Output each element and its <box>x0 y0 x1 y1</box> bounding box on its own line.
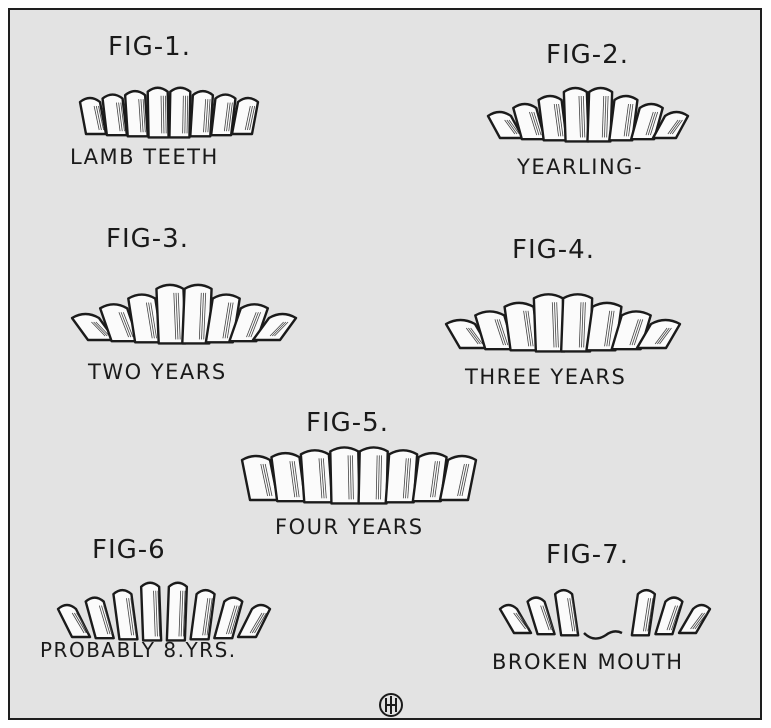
fig-2-teeth <box>500 80 680 148</box>
fig-4-teeth <box>460 286 670 358</box>
fig-6-teeth <box>72 575 260 647</box>
fig-5-teeth <box>250 442 472 512</box>
ihc-monogram-icon <box>378 692 404 718</box>
fig-5-title: FIG-5. <box>306 408 389 438</box>
tooth <box>500 605 531 633</box>
fig-4-title: FIG-4. <box>512 235 595 265</box>
tooth <box>534 294 565 351</box>
plate: FIG-1. LAMB TEETH FIG-2. YEARLING- FIG-3… <box>8 8 762 720</box>
fig-1-caption: LAMB TEETH <box>70 145 219 169</box>
tooth <box>655 598 682 635</box>
tooth <box>58 605 90 637</box>
fig-3-caption: TWO YEARS <box>88 360 227 384</box>
tooth <box>359 447 388 503</box>
fig-6-title: FIG-6 <box>92 535 166 565</box>
fig-1-teeth <box>86 82 256 144</box>
fig-6-caption: PROBABLY 8.YRS. <box>40 638 237 662</box>
tooth <box>214 598 242 639</box>
fig-1-title: FIG-1. <box>108 32 191 62</box>
fig-5-caption: FOUR YEARS <box>275 515 424 539</box>
fig-2-title: FIG-2. <box>546 40 629 70</box>
gum-line <box>584 631 622 638</box>
tooth <box>113 590 137 639</box>
tooth <box>191 590 215 639</box>
fig-7-title: FIG-7. <box>546 540 629 570</box>
tooth <box>330 447 359 503</box>
tooth <box>156 285 185 344</box>
tooth <box>679 605 710 633</box>
tooth <box>386 450 417 502</box>
tooth <box>238 605 270 637</box>
fig-3-teeth <box>88 276 284 350</box>
fig-2-caption: YEARLING- <box>517 155 643 179</box>
tooth <box>632 590 655 635</box>
fig-3-title: FIG-3. <box>106 224 189 254</box>
fig-7-teeth <box>514 575 700 645</box>
fig-7-caption: BROKEN MOUTH <box>492 650 684 674</box>
fig-4-caption: THREE YEARS <box>465 365 626 389</box>
tooth <box>271 453 305 501</box>
tooth <box>103 95 127 136</box>
tooth <box>301 450 332 502</box>
